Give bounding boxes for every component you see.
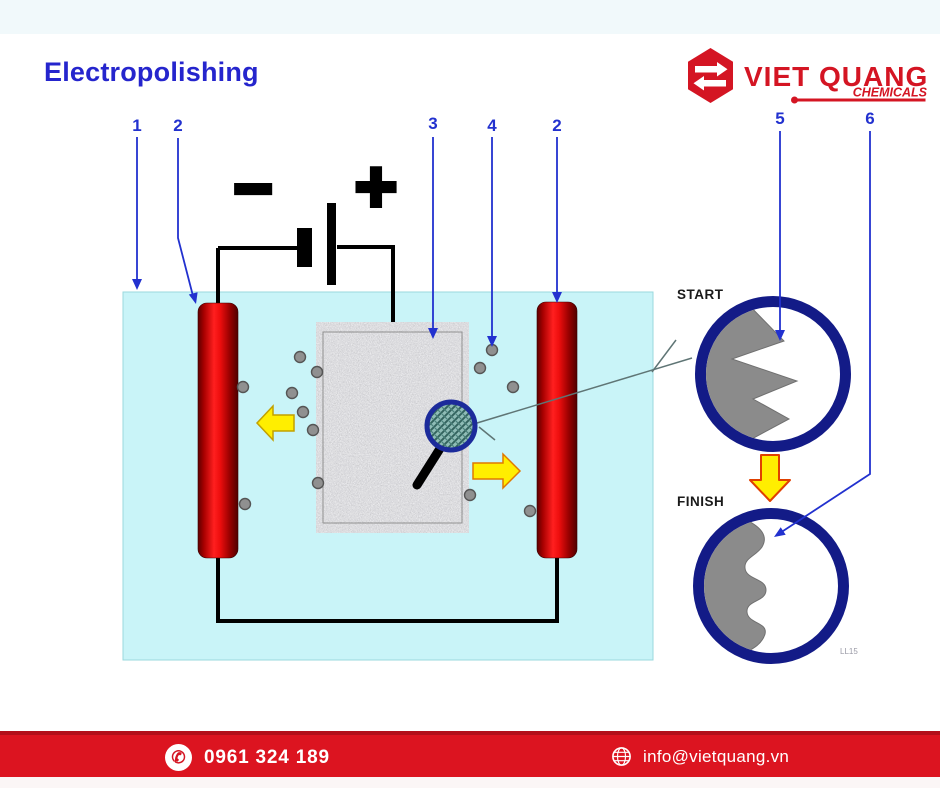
logo-underline: [794, 98, 926, 102]
right-flow-arrow-icon: [472, 452, 522, 490]
callout-lines: [132, 131, 871, 537]
left-flow-arrow-icon: [255, 404, 295, 442]
page-title: Electropolishing: [44, 57, 259, 87]
brand-name: VIET QUANG: [744, 61, 928, 92]
magnifier-projection-lines: [476, 339, 693, 441]
callout-2-right: 2: [552, 116, 561, 135]
phone-contact: ✆ 0961 324 189: [165, 744, 330, 771]
brand-subtitle: CHEMICALS: [853, 86, 928, 100]
phone-icon: ✆: [165, 744, 192, 771]
right-electrode: [536, 301, 578, 559]
callout-2-left: 2: [173, 116, 182, 135]
metal-particles: [236, 343, 537, 518]
top-band: [0, 0, 940, 34]
magnifier-icon: [412, 399, 478, 490]
callout-5: 5: [775, 109, 784, 128]
watermark: LL15: [840, 647, 858, 656]
logo-transfer-arrows-icon: [693, 62, 728, 91]
footer-bar: ✆ 0961 324 189 info@vietquang.vn: [0, 731, 940, 777]
electropolishing-diagram: − + START FINISH LL15: [122, 109, 875, 664]
start-label: START: [677, 287, 724, 302]
callout-4: 4: [487, 116, 497, 135]
down-arrow-icon: [749, 454, 791, 502]
brand-logo: VIET QUANG CHEMICALS: [688, 48, 928, 104]
minus-symbol: −: [234, 151, 273, 225]
left-electrode: [197, 302, 239, 559]
logo-hexagon-icon: [688, 48, 733, 103]
callout-1: 1: [132, 116, 141, 135]
email-address: info@vietquang.vn: [643, 746, 790, 766]
bottom-strip: [0, 777, 940, 788]
battery-positive-plate: [327, 203, 336, 285]
globe-icon: [612, 747, 631, 766]
callout-6: 6: [865, 109, 874, 128]
finish-label: FINISH: [677, 494, 724, 509]
phone-number: 0961 324 189: [204, 746, 330, 768]
callout-3: 3: [428, 114, 437, 133]
smooth-surface-shape: [704, 519, 767, 653]
battery-negative-plate: [297, 228, 312, 267]
plus-symbol: +: [354, 145, 397, 228]
email-contact: info@vietquang.vn: [611, 746, 789, 767]
